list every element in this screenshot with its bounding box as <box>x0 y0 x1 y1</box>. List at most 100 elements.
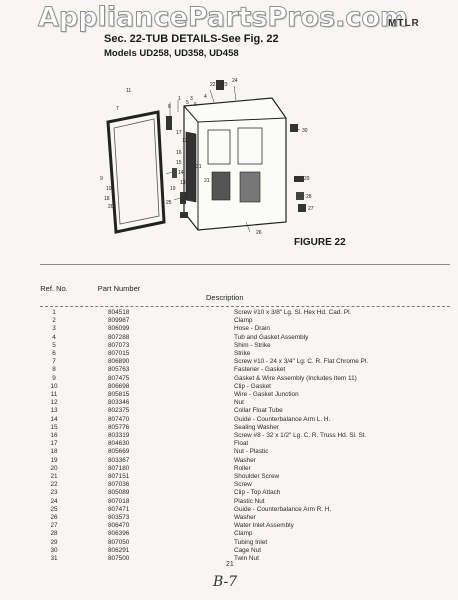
svg-text:24: 24 <box>232 78 238 84</box>
svg-text:27: 27 <box>308 206 314 212</box>
part-number-cell: 803319 <box>108 432 130 440</box>
ref-cell: 11 <box>50 391 58 399</box>
table-row: 16 803319 Screw #8 - 32 x 1/2" Lg. C. R. T… <box>40 432 450 440</box>
table-row: 1 804518 Screw #10 x 3/8" Lg. Sl. Hex Hd. … <box>40 309 450 317</box>
description-cell: Hose - Drain <box>234 325 270 333</box>
part-number-cell: 807015 <box>108 350 130 358</box>
description-cell: Screw <box>234 481 252 489</box>
table-top-rule <box>40 264 450 265</box>
ref-cell: 7 <box>52 358 56 366</box>
description-cell: Shoulder Screw <box>234 473 280 481</box>
description-cell: Twin Nut <box>234 555 259 563</box>
svg-text:28: 28 <box>306 194 312 200</box>
description-cell: Collar Float Tube <box>234 407 283 415</box>
part-number-cell: 803367 <box>108 456 130 464</box>
part-number-cell: 805089 <box>108 489 130 497</box>
part-number-cell: 803346 <box>108 399 130 407</box>
page-number: 21 <box>226 561 234 568</box>
svg-text:6: 6 <box>194 102 197 108</box>
svg-text:22: 22 <box>210 82 216 88</box>
ref-cell: 30 <box>50 546 58 554</box>
description-cell: Clamp <box>234 317 253 325</box>
description-cell: Screw #10 x 3/8" Lg. Sl. Hex Hd. Cad. Pl… <box>234 309 352 316</box>
part-number-cell: 804518 <box>108 309 130 316</box>
part-number-cell: 804630 <box>108 440 130 448</box>
part-number-cell: 807470 <box>108 415 130 423</box>
part-number-cell: 807018 <box>108 497 130 505</box>
description-cell: Cage Nut <box>234 546 261 554</box>
description-cell: Clip - Gasket <box>234 382 271 390</box>
svg-text:17: 17 <box>176 130 182 136</box>
part-number-cell: 807073 <box>108 341 130 349</box>
svg-text:3: 3 <box>190 96 193 102</box>
ref-cell: 3 <box>52 325 56 333</box>
ref-cell: 19 <box>50 456 58 464</box>
handwritten-mark: B-7 <box>213 574 238 590</box>
svg-text:12: 12 <box>182 138 188 144</box>
part-number-cell: 806890 <box>108 358 130 366</box>
description-cell: Screw #8 - 32 x 1/2" Lg. C. R. Truss Hd.… <box>234 432 367 440</box>
description-cell: Washer <box>234 456 256 464</box>
ref-cell: 20 <box>50 464 58 472</box>
svg-text:20: 20 <box>108 204 114 210</box>
ref-cell: 29 <box>50 538 58 546</box>
svg-text:1: 1 <box>178 96 181 102</box>
ref-cell: 22 <box>50 481 58 489</box>
description-cell: Gasket & Wire Assembly (Includes Item 11… <box>234 374 357 382</box>
ref-cell: 1 <box>52 309 56 316</box>
part-number-cell: 807471 <box>108 505 130 513</box>
description-cell: Tubing Inlet <box>234 538 268 546</box>
watermark: AppliancePartsPros.com <box>38 2 409 34</box>
description-cell: Washer <box>234 514 256 522</box>
description-cell: Guide - Counterbalance Arm L. H. <box>234 415 331 423</box>
svg-text:25: 25 <box>166 200 172 206</box>
part-number-cell: 807151 <box>108 473 130 481</box>
ref-cell: 8 <box>52 366 56 374</box>
svg-text:9: 9 <box>100 176 103 182</box>
svg-text:4: 4 <box>204 94 207 100</box>
description-column-header: Description <box>206 293 244 302</box>
part-number-cell: 805815 <box>108 391 130 399</box>
description-cell: Float <box>234 440 249 448</box>
svg-text:13: 13 <box>180 180 186 186</box>
description-cell: Screw #10 - 24 x 3/4" Lg. C. R. Flat Chr… <box>234 358 369 366</box>
svg-text:30: 30 <box>302 128 308 134</box>
svg-text:7: 7 <box>116 106 119 112</box>
ref-cell: 25 <box>50 505 58 513</box>
description-cell: Sealing Washer <box>234 423 279 431</box>
svg-text:15: 15 <box>176 160 182 166</box>
corner-code: MTLR <box>388 18 420 29</box>
ref-column-header: Ref. No. <box>40 284 68 293</box>
ref-cell: 31 <box>50 555 58 563</box>
ref-cell: 16 <box>50 432 58 440</box>
ref-cell: 17 <box>50 440 58 448</box>
description-cell: Clamp <box>234 530 253 538</box>
part-number-cell: 807050 <box>108 538 130 546</box>
ref-cell: 24 <box>50 497 58 505</box>
description-cell: Clip - Top Attach <box>234 489 281 497</box>
ref-cell: 15 <box>50 423 58 431</box>
part-number-cell: 807036 <box>108 481 130 489</box>
description-cell: Plastic Nut <box>234 497 265 505</box>
ref-cell: 5 <box>52 341 56 349</box>
table-row: 7 806890 Screw #10 - 24 x 3/4" Lg. C. R. F… <box>40 358 450 366</box>
table-header-rule <box>40 306 450 307</box>
ref-cell: 12 <box>50 399 58 407</box>
part-number-cell: 805763 <box>108 366 130 374</box>
part-number-cell: 809987 <box>108 317 130 325</box>
svg-text:18: 18 <box>104 196 110 202</box>
